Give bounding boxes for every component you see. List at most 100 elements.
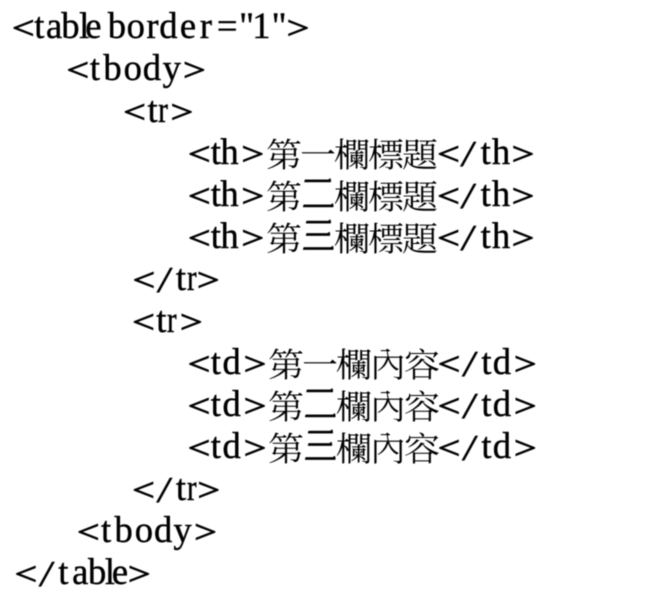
svg-text:t: t [211, 425, 221, 466]
svg-text:t: t [481, 425, 491, 466]
svg-text:e: e [180, 5, 196, 46]
svg-text:>: > [512, 221, 535, 256]
svg-text:<: < [133, 263, 156, 298]
svg-text:>: > [244, 389, 267, 424]
svg-text:>: > [180, 305, 203, 340]
svg-text:>: > [197, 263, 220, 298]
svg-text:>: > [241, 221, 264, 256]
svg-text:t: t [481, 383, 491, 424]
svg-text:<: < [188, 221, 211, 256]
svg-text:r: r [167, 300, 177, 341]
svg-text:": " [272, 5, 287, 46]
svg-text:d: d [493, 341, 511, 382]
svg-text:<: < [438, 431, 461, 466]
svg-text:<: < [437, 137, 460, 172]
svg-text:<: < [188, 389, 211, 424]
svg-text:d: d [493, 383, 511, 424]
svg-text:t: t [211, 173, 221, 214]
svg-text:<: < [77, 515, 100, 550]
svg-text:h: h [220, 215, 238, 256]
svg-text:<: < [15, 557, 38, 592]
svg-text:>: > [128, 557, 151, 592]
svg-text:<: < [123, 95, 146, 130]
svg-text:r: r [187, 468, 197, 509]
svg-text:t: t [176, 467, 186, 508]
svg-text:<: < [67, 53, 90, 88]
svg-text:t: t [90, 47, 100, 88]
svg-text:h: h [492, 215, 510, 256]
svg-text:d: d [223, 383, 241, 424]
svg-text:h: h [492, 173, 510, 214]
svg-text:y: y [163, 47, 182, 88]
svg-text:>: > [514, 389, 537, 424]
svg-text:t: t [211, 341, 221, 382]
svg-text:>: > [197, 473, 220, 508]
svg-text:t: t [481, 131, 491, 172]
svg-text:d: d [223, 425, 241, 466]
svg-text:t: t [156, 299, 166, 340]
svg-text:r: r [200, 5, 212, 46]
svg-text:d: d [159, 5, 177, 46]
svg-text:b: b [108, 5, 126, 46]
svg-text:h: h [220, 131, 238, 172]
svg-text:1: 1 [252, 5, 270, 46]
svg-text:h: h [220, 173, 238, 214]
svg-text:r: r [158, 90, 168, 131]
svg-text:<: < [438, 347, 461, 382]
svg-text:t: t [176, 257, 186, 298]
svg-text:<: < [188, 179, 211, 214]
svg-text:>: > [287, 11, 310, 46]
svg-text:t: t [58, 551, 68, 592]
svg-text:>: > [514, 347, 537, 382]
svg-text:d: d [143, 47, 161, 88]
svg-text:d: d [154, 509, 172, 550]
svg-text:t: t [148, 89, 158, 130]
svg-text:>: > [512, 137, 535, 172]
svg-text:h: h [492, 131, 510, 172]
svg-text:t: t [481, 215, 491, 256]
svg-text:>: > [183, 53, 206, 88]
svg-text:t: t [211, 383, 221, 424]
svg-text:>: > [244, 431, 267, 466]
svg-text:<: < [12, 11, 35, 46]
svg-text:<: < [188, 347, 211, 382]
svg-text:b: b [88, 551, 106, 592]
svg-text:t: t [481, 341, 491, 382]
svg-text:r: r [187, 258, 197, 299]
svg-text:b: b [115, 509, 133, 550]
svg-text:l: l [105, 551, 115, 592]
svg-text:b: b [103, 47, 121, 88]
svg-text:>: > [244, 347, 267, 382]
svg-text:y: y [173, 509, 192, 550]
svg-text:<: < [437, 179, 460, 214]
svg-text:e: e [112, 551, 128, 592]
svg-text:<: < [132, 305, 155, 340]
svg-text:t: t [101, 509, 111, 550]
svg-text:a: a [72, 551, 88, 592]
svg-text:d: d [493, 425, 511, 466]
svg-text:>: > [241, 179, 264, 214]
svg-text:>: > [514, 431, 537, 466]
svg-text:=: = [217, 5, 238, 46]
svg-text:t: t [211, 215, 221, 256]
svg-text:o: o [127, 5, 145, 46]
svg-text:>: > [512, 179, 535, 214]
svg-text:o: o [135, 509, 153, 550]
svg-text:l: l [79, 5, 89, 46]
svg-text:>: > [194, 515, 217, 550]
svg-text:<: < [188, 431, 211, 466]
svg-text:<: < [438, 389, 461, 424]
svg-text:<: < [437, 221, 460, 256]
svg-text:<: < [132, 473, 155, 508]
svg-text:o: o [124, 47, 142, 88]
svg-text:e: e [85, 5, 101, 46]
svg-text:a: a [46, 5, 62, 46]
svg-text:d: d [223, 341, 241, 382]
svg-text:>: > [171, 95, 194, 130]
svg-text:t: t [211, 131, 221, 172]
svg-text:t: t [34, 5, 44, 46]
svg-text:": " [239, 5, 254, 46]
svg-text:r: r [146, 5, 158, 46]
svg-text:b: b [61, 5, 79, 46]
svg-text:<: < [188, 137, 211, 172]
